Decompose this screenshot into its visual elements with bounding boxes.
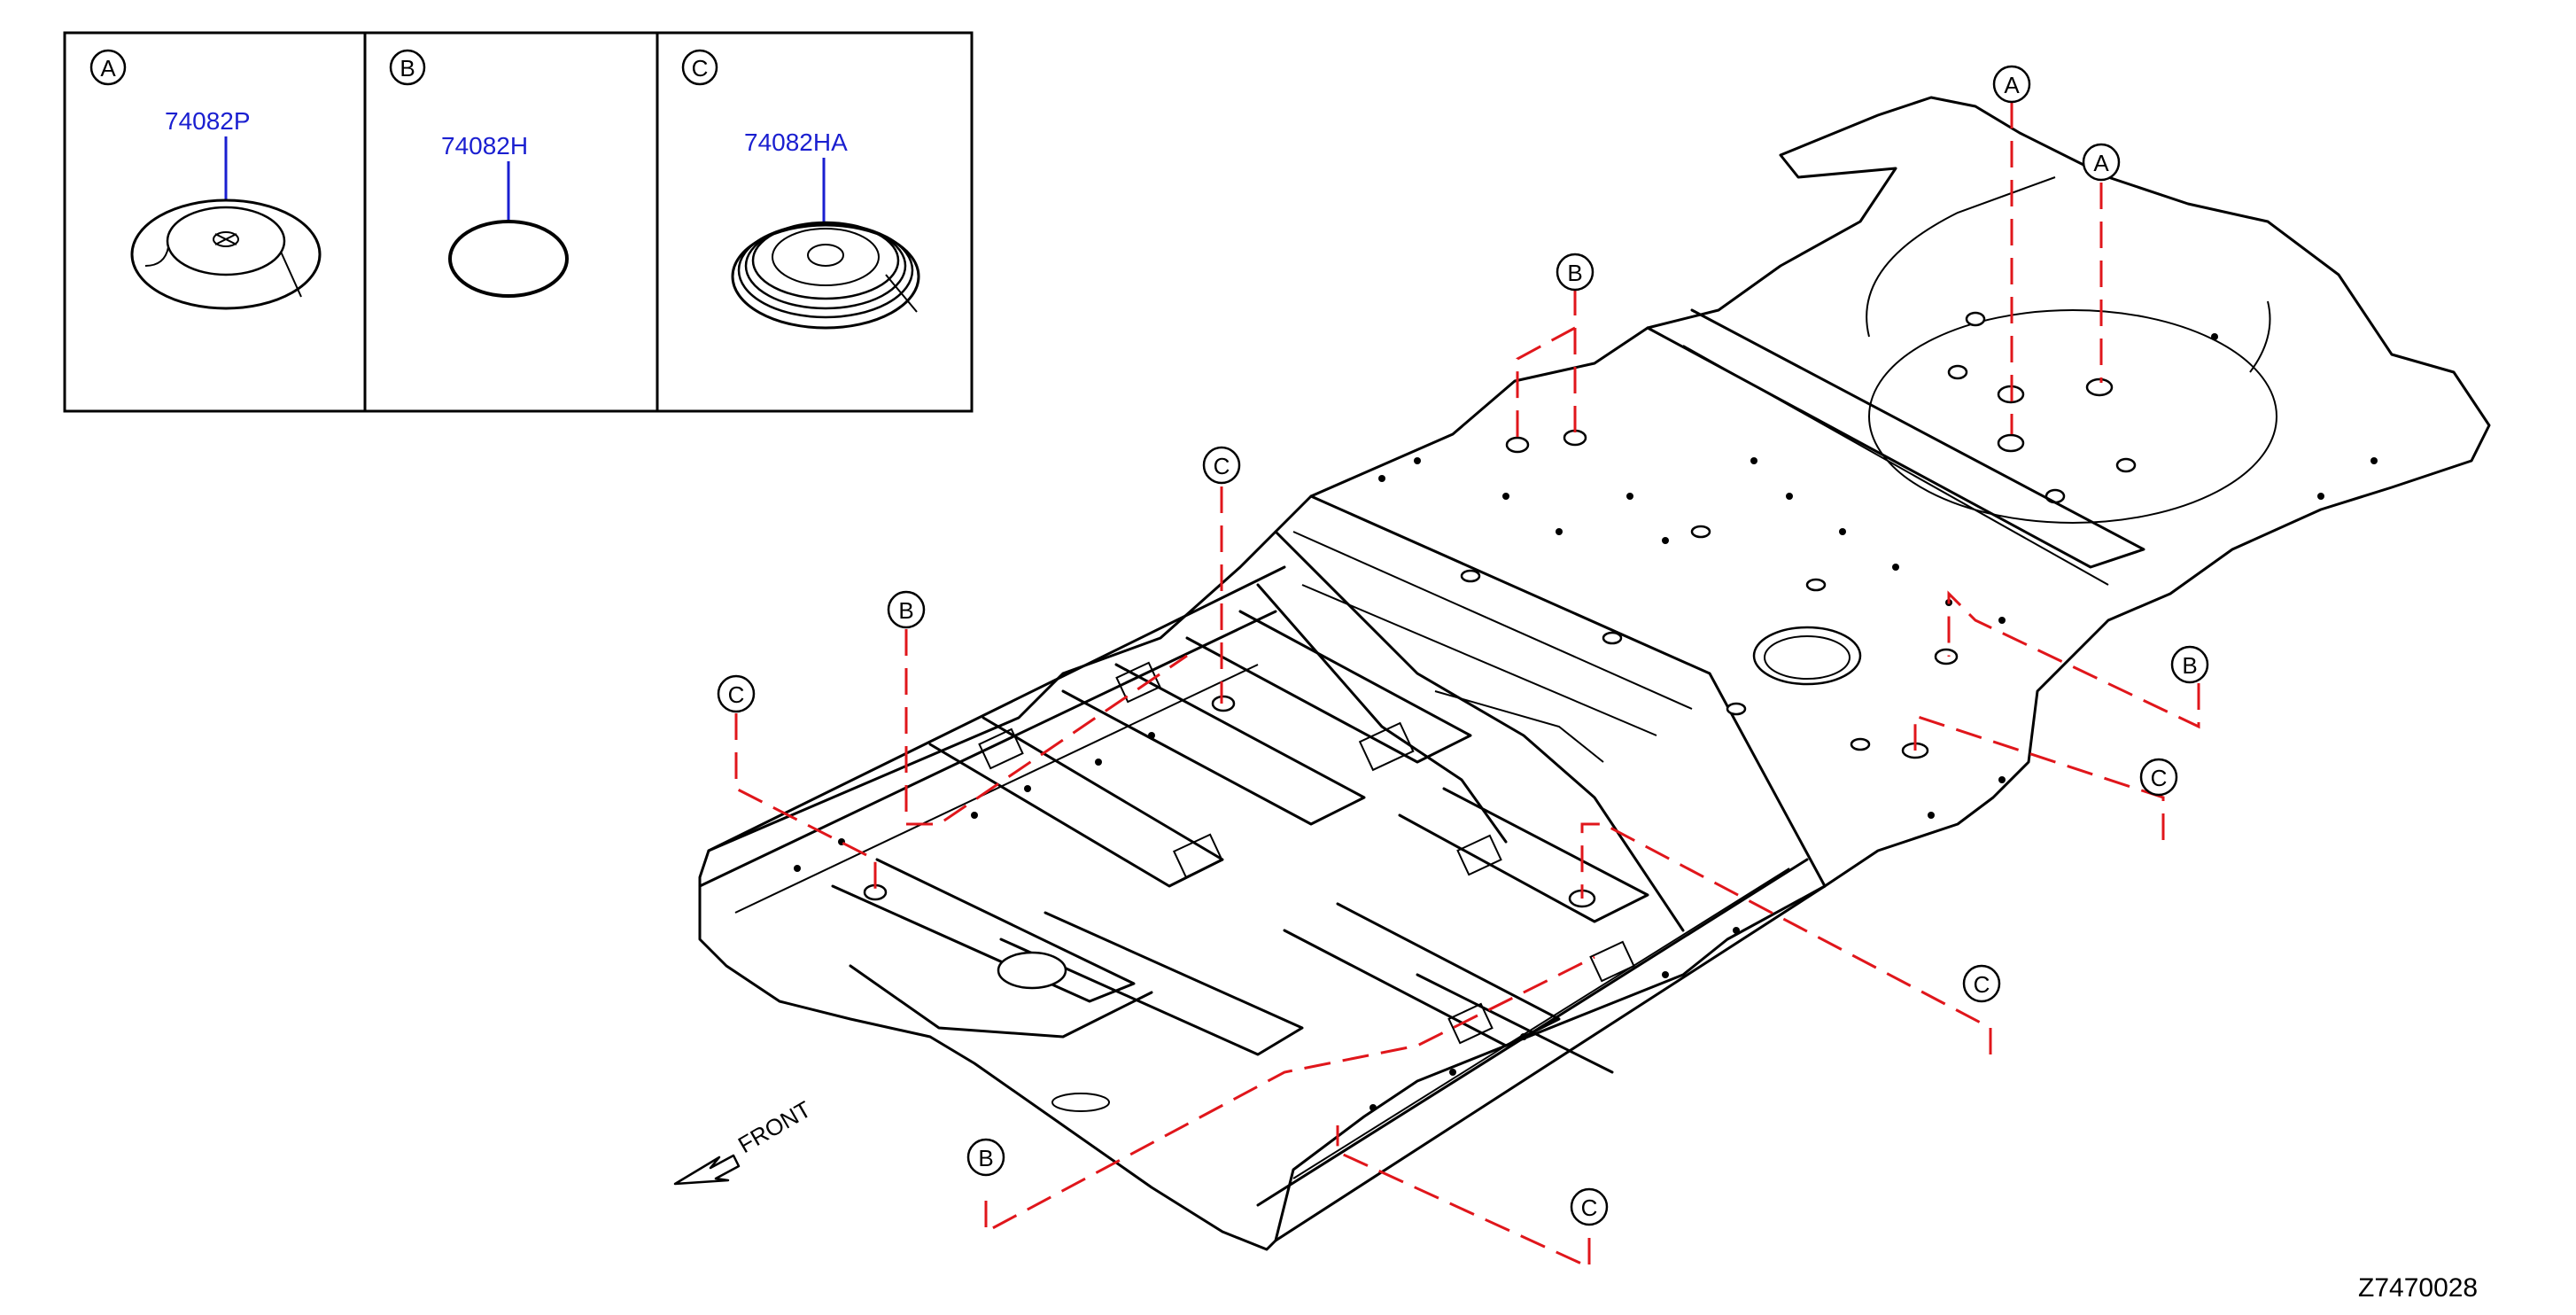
front-arrow-icon: [673, 1154, 741, 1186]
callout-a-2[interactable]: A: [2082, 143, 2121, 182]
floor-dots: [794, 333, 2378, 1111]
callout-c-3[interactable]: C: [2139, 758, 2178, 797]
floor-panel-assembly: [698, 96, 2491, 1251]
front-label: FRONT: [733, 1095, 816, 1158]
callout-c-2[interactable]: C: [717, 674, 756, 713]
svg-text:B: B: [978, 1145, 993, 1171]
callout-c-1[interactable]: C: [1202, 446, 1241, 485]
callout-c-4[interactable]: C: [1962, 964, 2001, 1003]
svg-text:B: B: [1567, 260, 1582, 286]
inset-cell-b: B 74082H: [389, 49, 569, 298]
callout-b-1[interactable]: B: [1556, 253, 1594, 292]
part-number-74082ha[interactable]: 74082HA: [744, 128, 848, 156]
inset-letter-b: B: [400, 55, 415, 82]
part-number-74082h[interactable]: 74082H: [441, 132, 528, 160]
svg-text:C: C: [1581, 1194, 1598, 1221]
svg-text:B: B: [2182, 652, 2197, 679]
plug-c-icon: [731, 221, 920, 330]
part-number-74082p[interactable]: 74082P: [165, 107, 251, 135]
inset-cell-a: A 74082P: [89, 49, 322, 310]
callout-b-2[interactable]: B: [887, 590, 926, 629]
svg-text:C: C: [1974, 971, 1990, 998]
inset-letter-a: A: [100, 55, 116, 82]
front-direction-indicator: FRONT: [673, 1095, 816, 1186]
inset-cell-c: C 74082HA: [681, 49, 920, 330]
svg-text:C: C: [2151, 765, 2168, 791]
svg-text:A: A: [2093, 150, 2109, 176]
svg-text:A: A: [2004, 72, 2020, 98]
plug-b-icon: [448, 220, 569, 298]
diagram-code: Z7470028: [2358, 1273, 2478, 1303]
callout-c-5[interactable]: C: [1570, 1187, 1609, 1226]
parts-inset-table: A 74082P B 74082H C 74082H: [63, 31, 974, 413]
inset-letter-c: C: [692, 55, 709, 82]
svg-text:C: C: [728, 681, 745, 708]
svg-text:B: B: [898, 597, 913, 624]
leader-lines: [734, 102, 2200, 1270]
callout-a-1[interactable]: A: [1992, 65, 2031, 104]
plug-a-icon: [130, 198, 322, 310]
svg-text:C: C: [1214, 453, 1230, 479]
callout-b-3[interactable]: B: [2170, 645, 2209, 684]
callout-b-4[interactable]: B: [966, 1138, 1005, 1177]
